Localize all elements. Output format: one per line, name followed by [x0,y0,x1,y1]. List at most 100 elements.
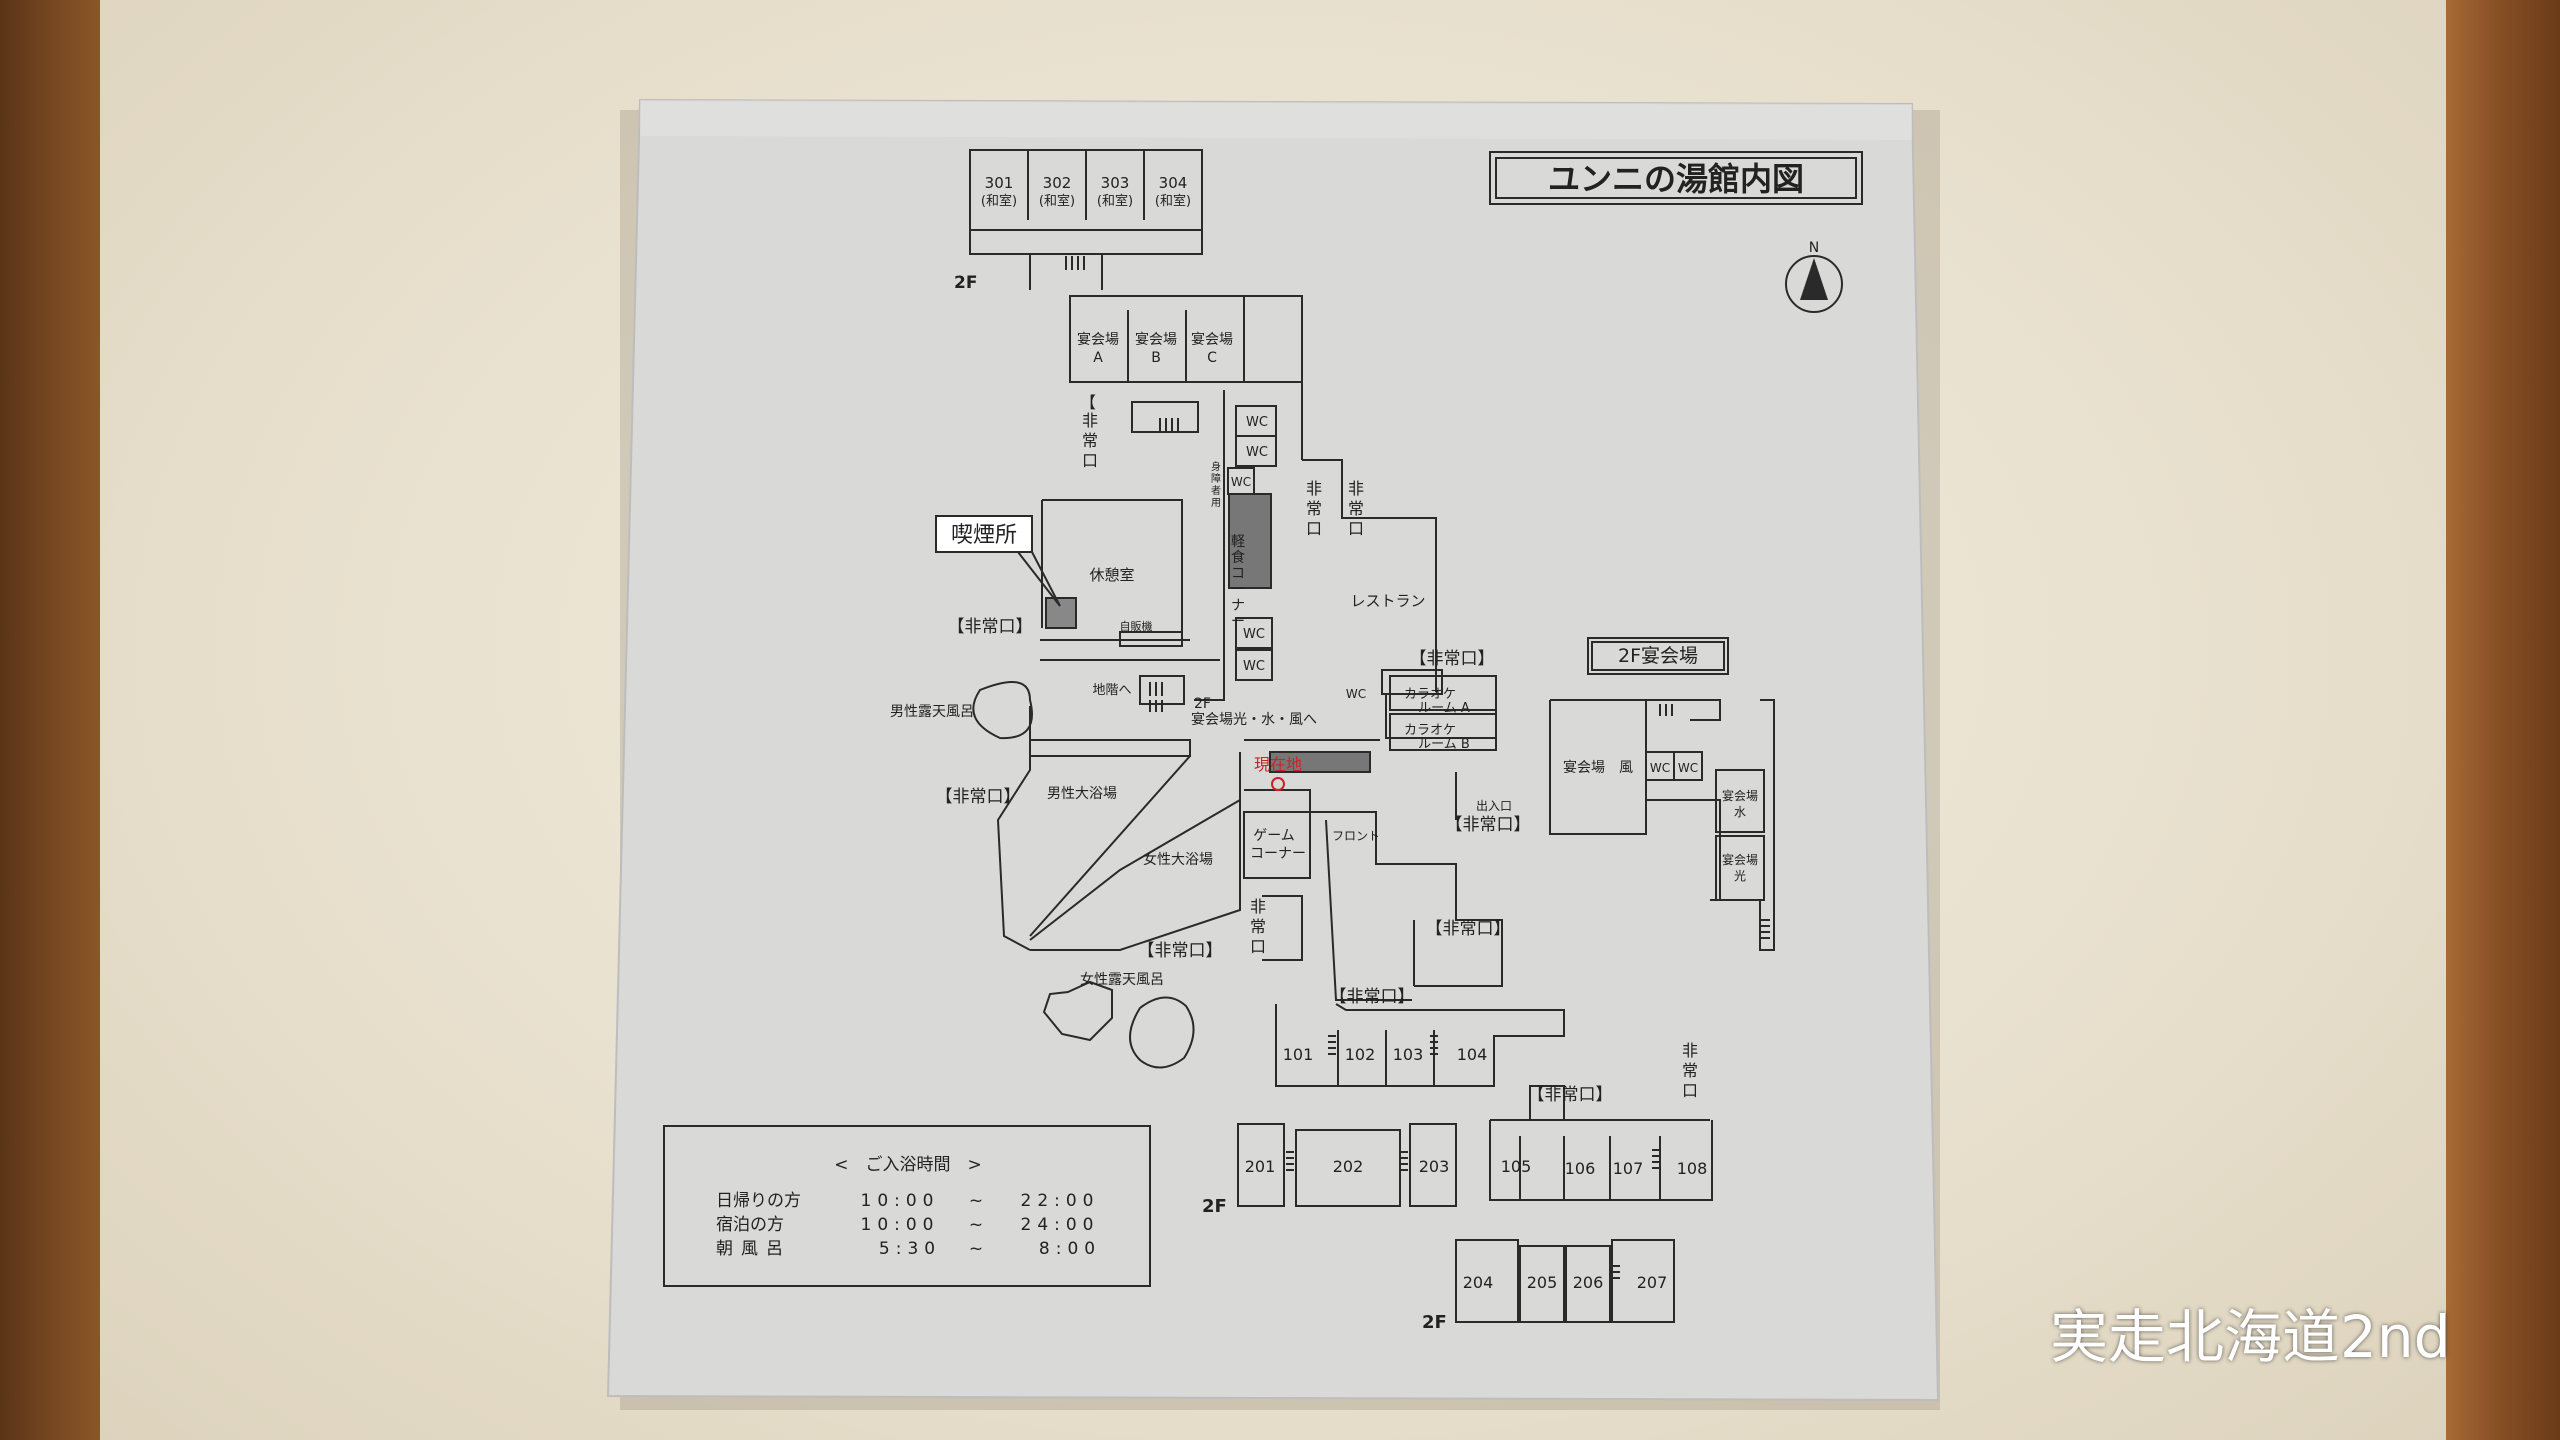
snack-corner-label: 食 [1231,549,1245,566]
emergency-exit-label: 口 [1082,451,1098,470]
room-label: 204 [1463,1273,1494,1292]
karaoke-room-label: カラオケ [1404,687,1456,702]
accessible-toilet-label: 障 [1211,472,1221,485]
room-label: 201 [1245,1157,1276,1176]
emergency-exit-label: 【非常口】 [1330,987,1415,1007]
hours-row-end: 24:00 [1021,1215,1100,1235]
vending-label: 自販機 [1120,619,1153,633]
hours-row-tilde: ~ [969,1239,983,1259]
hours-row-start: 10:00 [861,1215,940,1235]
channel-watermark: 実走北海道2nd [2050,1303,2451,1371]
emergency-exit-label: 口 [1348,519,1364,538]
banquet-letter: B [1151,350,1161,366]
emergency-exit-label: 常 [1306,499,1322,518]
accessible-toilet-label: 用 [1211,498,1221,509]
wc-label: WC [1678,761,1698,775]
emergency-exit-label: 常 [1348,499,1364,518]
mens-bath-label: 男性大浴場 [1047,786,1117,802]
emergency-exit-label: 非 [1682,1041,1698,1060]
karaoke-room-label: ルーム B [1418,737,1470,752]
wc-label: WC [1246,445,1268,460]
banquet-label: 宴会場 [1135,331,1177,348]
hours-row-tilde: ~ [969,1191,983,1211]
snack-corner-label: ー [1231,582,1245,598]
wc-label: WC [1650,761,1670,775]
snack-corner-label: ナ [1231,598,1245,614]
floor-label: 2F [1194,696,1211,712]
banquet-kaze-label: 宴会場 風 [1563,759,1633,776]
game-corner-label: ゲーム [1253,828,1295,844]
floor-label: 2F [1202,1196,1227,1217]
banquet-label: 宴会場 [1077,331,1119,348]
emergency-exit-label: 常 [1250,917,1266,936]
wooden-frame-left [0,0,100,1440]
entrance-label: 出入口 [1476,799,1512,813]
emergency-exit-label: 非 [1306,479,1322,498]
bath-hours-title: < ご入浴時間 > [834,1155,982,1175]
emergency-exit-label: 口 [1250,937,1266,956]
emergency-exit-label: 口 [1306,519,1322,538]
room-type-label: (和室) [981,193,1017,209]
emergency-exit-label: 【非常口】 [948,617,1033,637]
womens-bath-label: 女性大浴場 [1143,851,1213,868]
emergency-exit-label: 【非常口】 [936,787,1021,807]
emergency-exit-label: 【 [1080,393,1096,412]
current-location-label: 現在地 [1254,755,1302,774]
floor-label: 2F [954,273,977,293]
room-type-label: (和室) [1155,193,1191,209]
accessible-toilet-label: 身 [1211,460,1221,473]
room-label: 207 [1637,1273,1668,1292]
hours-row-label: 朝風呂 [716,1239,791,1259]
room-label: 105 [1501,1157,1532,1176]
smoking-area-label: 喫煙所 [951,523,1017,548]
emergency-exit-label: 【非常口】 [1528,1085,1613,1105]
emergency-exit-label: 非 [1250,897,1266,916]
hours-row-label: 日帰りの方 [716,1191,801,1211]
room-label: 202 [1333,1157,1364,1176]
hours-row-end: 22:00 [1021,1191,1100,1211]
banquet-letter: A [1093,350,1103,366]
hours-row-tilde: ~ [969,1215,983,1235]
banquet-mizu-label: 水 [1734,805,1746,819]
game-corner-label: コーナー [1250,846,1306,862]
hours-row-start: 5:30 [879,1239,941,1259]
room-label: 104 [1457,1045,1488,1064]
room-label: 303 [1101,174,1130,192]
lounge-label: 休憩室 [1089,566,1134,584]
floor-label: 2F [1422,1312,1447,1333]
room-label: 205 [1527,1273,1558,1292]
emergency-exit-label: 【非常口】 [1410,649,1495,669]
north-label: N [1809,240,1819,256]
snack-corner-label: ー [1231,614,1245,630]
room-label: 108 [1677,1159,1708,1178]
current-location-marker [1271,777,1285,791]
snack-corner-label: コ [1231,566,1245,582]
karaoke-room-label: カラオケ [1404,723,1456,738]
karaoke-room-label: ルーム A [1418,701,1470,716]
room-label: 301 [985,174,1014,192]
room-label: 101 [1283,1045,1314,1064]
room-type-label: (和室) [1039,193,1075,209]
wc-label: WC [1243,627,1265,642]
room-label: 203 [1419,1157,1450,1176]
restaurant-label: レストラン [1350,592,1425,610]
wooden-frame-right [2446,0,2560,1440]
room-label: 302 [1043,174,1072,192]
hours-row-end: 8:00 [1039,1239,1101,1259]
banquet-label: 宴会場 [1191,331,1233,348]
emergency-exit-label: 【非常口】 [1138,941,1223,961]
emergency-exit-label: 【非常口】 [1446,815,1531,835]
map-title: ユンニの湯館内図 [1548,160,1804,198]
emergency-exit-label: 口 [1682,1081,1698,1100]
mens-outdoor-bath-label: 男性露天風呂 [890,704,974,720]
snack-corner-label: 軽 [1231,534,1245,550]
north-arrow-icon [1800,258,1828,300]
room-label: 107 [1613,1159,1644,1178]
hours-row-start: 10:00 [861,1191,940,1211]
womens-outdoor-bath-label: 女性露天風呂 [1080,971,1164,988]
room-label: 106 [1565,1159,1596,1178]
room-label: 206 [1573,1273,1604,1292]
front-desk-label: フロント [1332,829,1380,843]
banquet-direction-label: 宴会場光・水・風へ [1191,711,1317,728]
